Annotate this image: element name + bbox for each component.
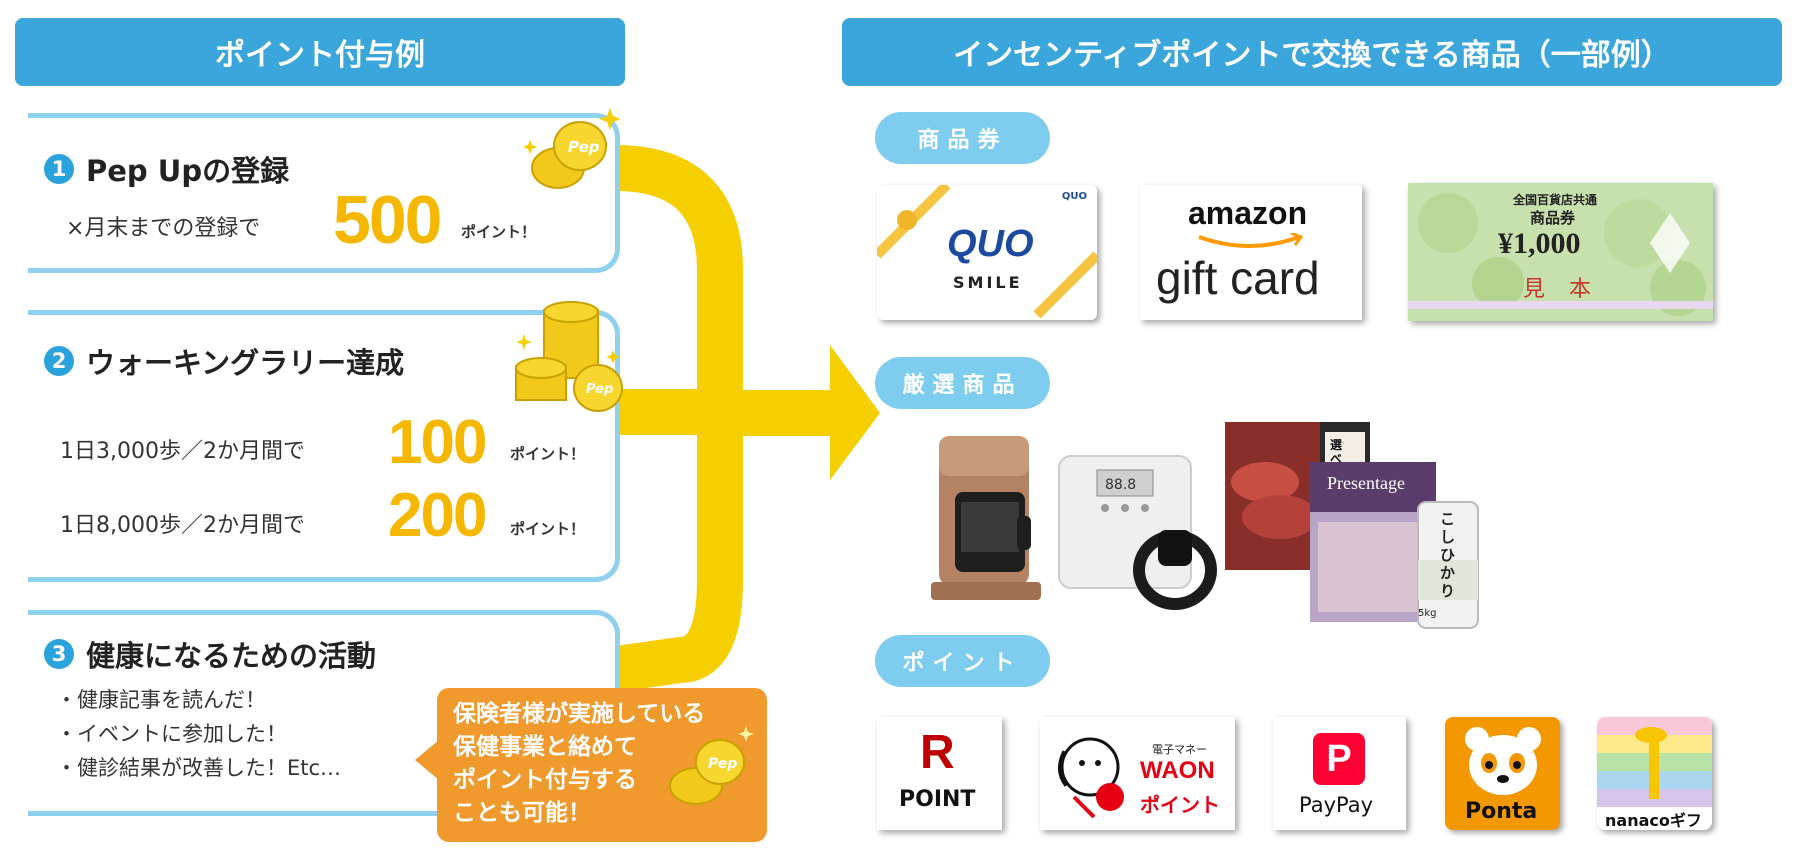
card-1-number: 1 xyxy=(44,154,74,184)
waon-top: 電子マネー xyxy=(1152,743,1207,756)
card-1-title: 1 Pep Upの登録 xyxy=(44,148,289,190)
amazon-smile-icon xyxy=(1198,233,1304,248)
quo-brand: QUO xyxy=(947,223,1034,265)
rakuten-mark: R xyxy=(920,726,955,779)
category-points: ポイント xyxy=(875,635,1050,687)
category-selected-goods: 厳選商品 xyxy=(875,357,1050,409)
callout-line-1: 保険者様が実施している xyxy=(453,701,706,727)
callout-box: 保険者様が実施している 保健事業と絡めて ポイント付与する ことも可能！ Pep xyxy=(415,688,767,842)
callout-line-2: 保健事業と絡めて xyxy=(453,734,637,760)
ponta-label: Ponta xyxy=(1465,799,1538,824)
amazon-card-tile: amazon gift card xyxy=(1140,185,1362,320)
rice-bag-weight: 5kg xyxy=(1418,608,1437,619)
card-2-unit-2: ポイント！ xyxy=(510,520,586,538)
card-2: 2 ウォーキングラリー達成 1日3,000歩／2か月間で 100 ポイント！ 1… xyxy=(28,310,620,582)
card-1: 1 Pep Upの登録 ×月末までの登録で 500 ポイント！ xyxy=(28,113,620,273)
card-2-unit-1: ポイント！ xyxy=(510,445,586,463)
card-3-title: 3 健康になるための活動 xyxy=(44,633,376,675)
quo-sub: SMILE xyxy=(953,273,1023,292)
nanaco-giraffe-icon xyxy=(1597,717,1712,807)
fitness-band-image xyxy=(1133,530,1217,610)
waon-brand: WAON xyxy=(1140,757,1215,784)
rice-bag-image xyxy=(1417,501,1479,629)
waon-dog-icon xyxy=(1058,737,1124,819)
card-2-number: 2 xyxy=(44,346,74,376)
voucher-line-1: 全国百貨店共通 xyxy=(1513,193,1598,207)
card-3-bullet-2: ・イベントに参加した！ xyxy=(56,722,287,746)
right-header: インセンティブポイントで交換できる商品（一部例） xyxy=(842,18,1782,86)
rice-bag-text: こしひかり xyxy=(1440,510,1456,600)
rakuten-point-logo: R POINT xyxy=(877,717,1002,830)
paypay-label: PayPay xyxy=(1299,793,1374,817)
coin-label: Pep xyxy=(708,756,737,772)
card-2-value-1: 100 xyxy=(388,408,487,477)
card-3-bullet-1: ・健康記事を読んだ！ xyxy=(56,688,266,712)
coffee-maker-image xyxy=(931,436,1041,600)
paypay-logo: P PayPay xyxy=(1273,717,1406,830)
callout-line-3: ポイント付与する xyxy=(453,767,637,793)
amazon-sub: gift card xyxy=(1156,252,1320,304)
card-2-title: 2 ウォーキングラリー達成 xyxy=(44,340,404,382)
department-store-voucher-tile: 全国百貨店共通 商品券 ¥1,000 見本 xyxy=(1408,183,1713,321)
scale-display: 88.8 xyxy=(1105,477,1136,493)
card-3-number: 3 xyxy=(44,639,74,669)
quo-card-tile: QUO QUO SMILE xyxy=(877,185,1097,320)
voucher-amount: ¥1,000 xyxy=(1498,227,1581,260)
coin-stack-icon-2: Pep xyxy=(515,301,623,412)
card-3-bullet-3: ・健診結果が改善した！Etc… xyxy=(56,756,342,780)
callout-pointer xyxy=(415,740,439,780)
card-1-value: 500 xyxy=(333,182,442,258)
waon-point-logo: 電子マネー WAON ポイント xyxy=(1040,717,1235,830)
nanaco-label: nanacoギフト xyxy=(1605,811,1702,830)
voucher-sample: 見本 xyxy=(1523,276,1616,301)
quo-corner: QUO xyxy=(1061,191,1087,202)
left-header: ポイント付与例 xyxy=(15,18,625,86)
callout-line-4: ことも可能！ xyxy=(453,800,591,826)
presentage-catalog-image xyxy=(1310,462,1436,622)
coin-label: Pep xyxy=(586,382,613,397)
waon-label: ポイント xyxy=(1140,793,1220,817)
category-gift-voucher: 商品券 xyxy=(875,112,1050,164)
voucher-line-2: 商品券 xyxy=(1530,209,1576,227)
card-1-label: ×月末までの登録で xyxy=(66,216,261,241)
card-2-label-2: 1日8,000歩／2か月間で xyxy=(60,513,305,538)
voucher-pattern xyxy=(1408,183,1713,321)
ribbon-icon xyxy=(877,185,1097,319)
coin-stack-icon-1: Pep xyxy=(523,108,620,189)
card-1-unit: ポイント！ xyxy=(461,223,537,241)
ponta-raccoon-icon xyxy=(1465,727,1541,795)
ponta-logo: Ponta xyxy=(1445,717,1560,830)
presentage-title: Presentage xyxy=(1327,473,1405,493)
nanaco-gift-logo: nanacoギフト xyxy=(1597,717,1712,830)
card-2-label-1: 1日3,000歩／2か月間で xyxy=(60,439,305,464)
paypay-mark: P xyxy=(1313,733,1365,785)
rakuten-label: POINT xyxy=(899,787,976,812)
coin-label: Pep xyxy=(568,138,600,156)
amazon-brand: amazon xyxy=(1188,195,1308,231)
card-2-value-2: 200 xyxy=(388,481,487,550)
coin-stack-icon-3: Pep xyxy=(669,726,754,805)
